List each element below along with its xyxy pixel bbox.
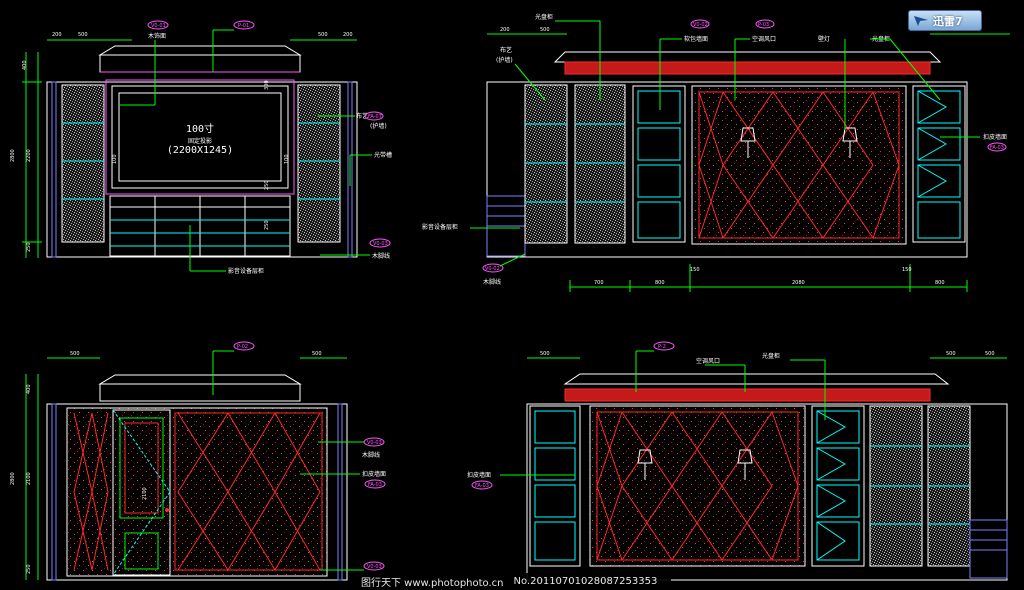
label-tr-wood-base: 木脚线: [483, 278, 501, 286]
tag-tl-t3: FA-07: [368, 114, 382, 120]
tag-bl-t3: FA-03: [368, 482, 382, 488]
label-br-lights: 光盘柜: [762, 352, 780, 360]
label-tl-light-slot: 光带槽: [374, 151, 392, 159]
dim-tr-d5: 800: [655, 280, 665, 286]
dim-tl-d10: 250: [264, 180, 270, 190]
elevation-top-right: 200 500 500 700 800 2080 800 150 150 光盘柜…: [422, 13, 1010, 292]
label-tl-fabric: 布艺: [356, 112, 368, 120]
tag-tl-t2: P-01: [238, 23, 249, 29]
dim-tl-d3: 500: [318, 32, 328, 38]
dim-tl-d8: 250: [26, 242, 32, 252]
dim-bl-d7: 2100: [142, 487, 148, 500]
label-tr-soft-wall: 软包墙面: [684, 35, 708, 43]
dim-tr-d2: 500: [540, 27, 550, 33]
bird-icon: [914, 16, 928, 26]
label-tr-fabric-wall: 布艺: [500, 46, 512, 54]
tag-br-t1: P-2: [658, 344, 666, 350]
dim-tl-d11: 250: [264, 220, 270, 230]
dim-tl-d7: 2200: [26, 149, 32, 162]
tag-bl-t2: V0-03: [367, 440, 382, 446]
label-bl-soft-wall: 扣皮墙面: [362, 470, 386, 478]
dim-bl-d2: 500: [312, 351, 322, 357]
dim-tr-d9: 150: [902, 267, 912, 273]
dim-bl-d3: 400: [26, 384, 32, 394]
dim-br-d3: 500: [985, 351, 995, 357]
dim-bl-d5: 2100: [26, 472, 32, 485]
tag-tr-t4: V0-02: [485, 266, 500, 272]
tag-bl-t1: P-02: [237, 344, 248, 350]
dim-bl-d4: 2800: [10, 472, 16, 485]
wall-lamp-icon: [637, 449, 653, 464]
label-br-ac-vent: 空调风口: [696, 357, 720, 365]
label-tr-fabric-wall-2: (护墙): [496, 56, 513, 64]
dim-br-d1: 500: [540, 351, 550, 357]
tag-tr-t2: P-03: [758, 22, 769, 28]
dim-tl-d13: 100: [284, 154, 290, 164]
tag-tl-t1: V0-01: [151, 23, 166, 29]
label-tr-ac-vent: 空调风口: [752, 35, 776, 43]
dim-tl-d4: 200: [343, 32, 353, 38]
elevation-top-left: 100寸 固定投影 (2200X1245) 400 2800 2200 250 …: [10, 20, 392, 275]
tag-tr-t1: V0-02: [693, 22, 708, 28]
dim-bl-d6: 250: [26, 564, 32, 574]
wall-lamp-icon: [740, 127, 756, 142]
tag-tl-t4: V0-03: [373, 241, 388, 247]
label-tl-av-cabinet: 影音设备层柜: [228, 267, 264, 275]
label-tr-av-cabinet: 影音设备层柜: [422, 223, 458, 231]
screen-title: 100寸: [186, 122, 214, 135]
dim-tl-d1: 200: [52, 32, 62, 38]
wall-lamp-icon: [737, 449, 753, 464]
dim-tl-d12: 100: [112, 154, 118, 164]
thunder-badge[interactable]: 迅雷7: [908, 10, 982, 31]
dim-bl-d1: 500: [70, 351, 80, 357]
label-tl-wood-door: 木饰面: [148, 32, 166, 40]
dim-tl-d6: 2800: [10, 149, 16, 162]
tag-br-t2: FA-03: [475, 483, 489, 489]
screen-subtitle: 固定投影: [188, 137, 212, 145]
label-tr-wall-lamp: 壁灯: [818, 35, 830, 43]
watermark-footer: 图行天下 www.photophoto.cn No.20110701028087…: [357, 573, 671, 589]
dim-tl-d2: 500: [78, 32, 88, 38]
label-tr-soft-wall-right: 扣皮墙面: [983, 133, 1007, 141]
dim-br-d2: 500: [946, 351, 956, 357]
label-tl-wood-base: 木脚线: [372, 252, 390, 260]
label-tr-light-slot: 光盘柜: [535, 13, 553, 21]
dim-tl-d5: 400: [22, 60, 28, 70]
wall-lamp-icon: [842, 127, 858, 142]
dim-tr-d6: 2080: [792, 280, 805, 286]
dim-tr-d8: 150: [690, 267, 700, 273]
tag-bl-t4: V0-03: [367, 564, 382, 570]
label-tl-fabric-2: (护墙): [370, 122, 387, 130]
dim-tr-d4: 700: [594, 280, 604, 286]
label-br-soft-wall: 扣皮墙面: [467, 471, 491, 479]
elevation-bottom-right: 500 500 500 P-2 空调风口 光盘柜 扣皮墙面 FA-03: [467, 341, 1008, 581]
badge-text: 迅雷7: [933, 14, 963, 28]
dim-tr-d1: 200: [500, 27, 510, 33]
dim-tl-d9: 300: [264, 80, 270, 90]
tag-tr-t3: FA-03: [990, 145, 1004, 151]
footer-site: 图行天下 www.photophoto.cn: [361, 577, 504, 589]
footer-number: No.20110701028087253353: [513, 575, 658, 587]
dim-tr-d7: 800: [935, 280, 945, 286]
elevation-bottom-left: 500 500 400 2800 2100 250 2100 P-02 V0-0…: [10, 341, 386, 581]
screen-size: (2200X1245): [167, 145, 233, 156]
label-bl-wood-base: 木脚线: [362, 451, 380, 459]
